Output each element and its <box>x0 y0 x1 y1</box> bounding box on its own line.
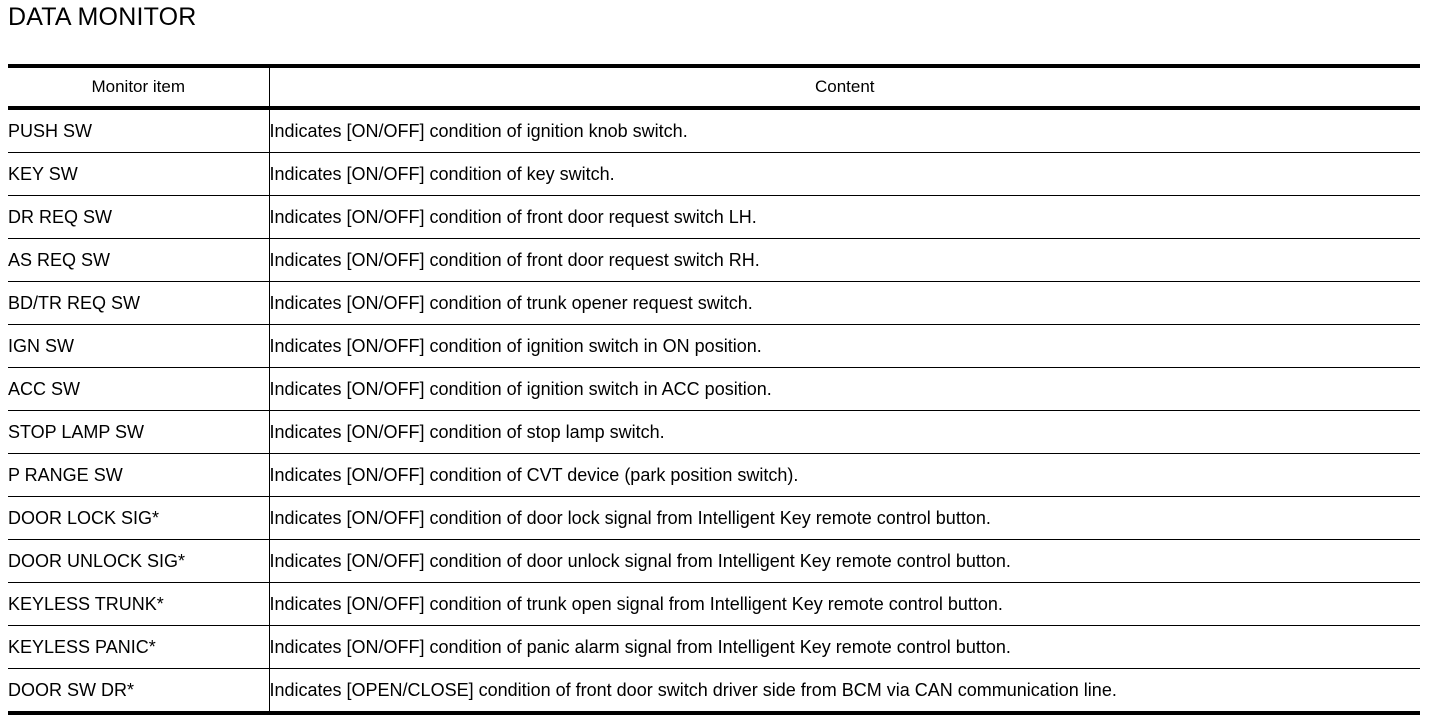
cell-content: Indicates [ON/OFF] condition of stop lam… <box>269 410 1420 454</box>
cell-content: Indicates [ON/OFF] condition of panic al… <box>269 625 1420 669</box>
cell-content: Indicates [ON/OFF] condition of key swit… <box>269 152 1420 196</box>
cell-content: Indicates [ON/OFF] condition of ignition… <box>269 108 1420 153</box>
table-row: KEYLESS PANIC*Indicates [ON/OFF] conditi… <box>8 625 1420 669</box>
cell-monitor-item: KEYLESS TRUNK* <box>8 582 270 626</box>
column-header-monitor-item-label: Monitor item <box>91 77 186 96</box>
column-header-content-label: Content <box>814 77 875 96</box>
table-row: DOOR UNLOCK SIG*Indicates [ON/OFF] condi… <box>8 539 1420 583</box>
cell-monitor-item: DOOR SW DR* <box>8 668 270 713</box>
cell-content: Indicates [ON/OFF] condition of ignition… <box>269 324 1420 368</box>
cell-content: Indicates [ON/OFF] condition of trunk op… <box>269 281 1420 325</box>
column-header-monitor-item: Monitor item <box>8 66 270 110</box>
cell-monitor-item: STOP LAMP SW <box>8 410 270 454</box>
page-title: DATA MONITOR <box>8 3 197 31</box>
cell-content: Indicates [ON/OFF] condition of door loc… <box>269 496 1420 540</box>
cell-content: Indicates [ON/OFF] condition of ignition… <box>269 367 1420 411</box>
cell-monitor-item: DR REQ SW <box>8 195 270 239</box>
cell-content: Indicates [ON/OFF] condition of front do… <box>269 238 1420 282</box>
cell-monitor-item: P RANGE SW <box>8 453 270 497</box>
table-row: DOOR LOCK SIG*Indicates [ON/OFF] conditi… <box>8 496 1420 540</box>
cell-monitor-item: IGN SW <box>8 324 270 368</box>
cell-content: Indicates [ON/OFF] condition of front do… <box>269 195 1420 239</box>
table-row: DOOR SW DR*Indicates [OPEN/CLOSE] condit… <box>8 668 1420 713</box>
cell-monitor-item: BD/TR REQ SW <box>8 281 270 325</box>
cell-monitor-item: AS REQ SW <box>8 238 270 282</box>
cell-content: Indicates [ON/OFF] condition of door unl… <box>269 539 1420 583</box>
cell-content: Indicates [OPEN/CLOSE] condition of fron… <box>269 679 1117 700</box>
table-row: KEYLESS TRUNK*Indicates [ON/OFF] conditi… <box>8 582 1420 626</box>
cell-monitor-item: ACC SW <box>8 367 270 411</box>
cell-monitor-item: DOOR UNLOCK SIG* <box>8 539 270 583</box>
table-header-row: Monitor item Content <box>8 66 1420 110</box>
cell-monitor-item: PUSH SW <box>8 108 270 153</box>
cell-monitor-item: DOOR LOCK SIG* <box>8 496 270 540</box>
table-header: Monitor item Content <box>8 66 1420 110</box>
cell-content: Indicates [ON/OFF] condition of CVT devi… <box>269 453 1420 497</box>
cell-content: Indicates [ON/OFF] condition of trunk op… <box>269 582 1420 626</box>
cell-monitor-item: KEYLESS PANIC* <box>8 625 270 669</box>
column-header-content: Content <box>269 66 1420 110</box>
cell-monitor-item: KEY SW <box>8 152 270 196</box>
